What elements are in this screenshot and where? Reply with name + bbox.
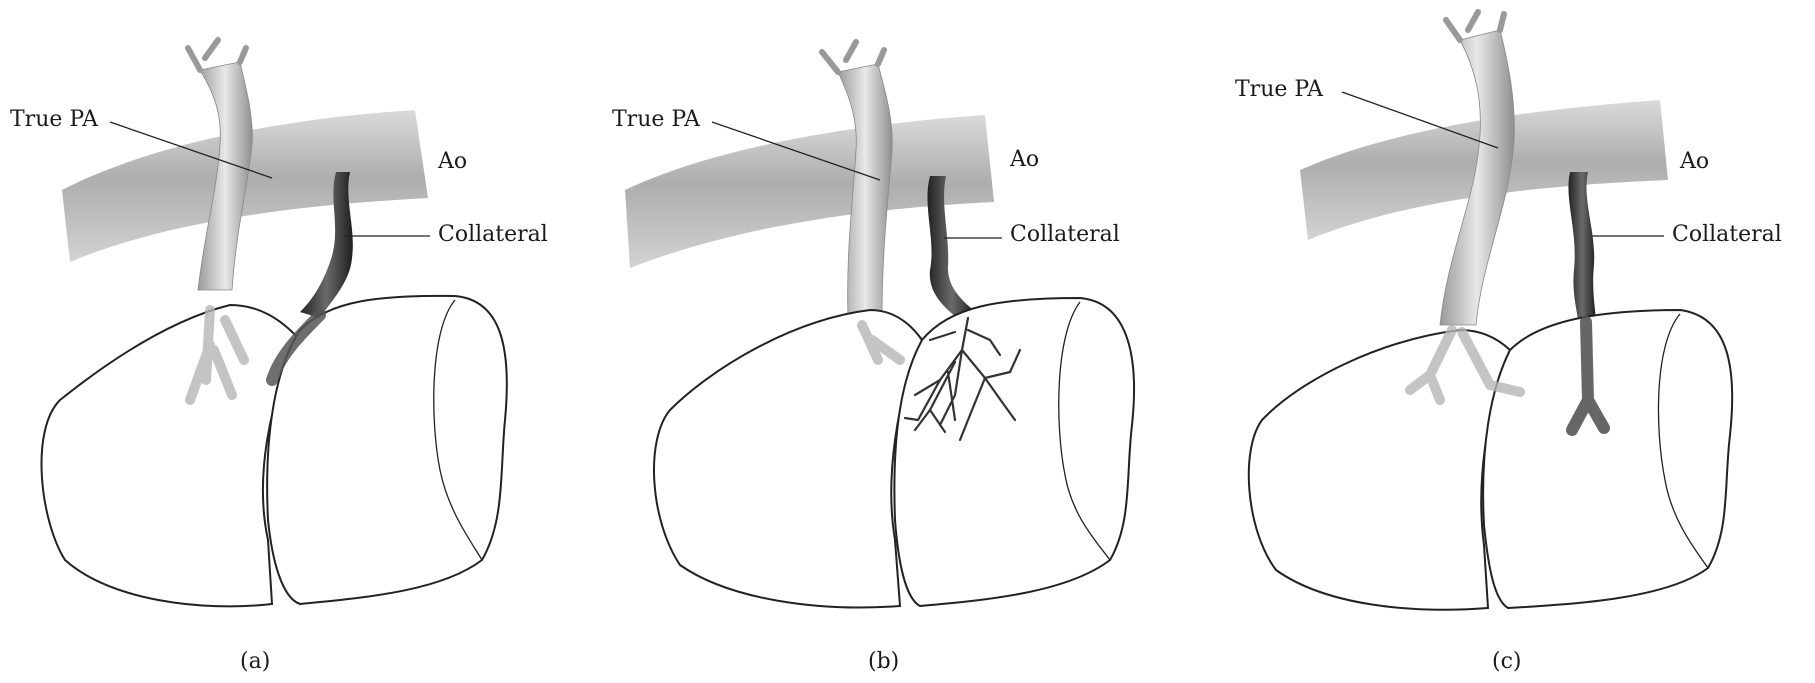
lung-left bbox=[654, 310, 922, 607]
lung-right bbox=[1483, 310, 1732, 608]
label-collateral: Collateral bbox=[438, 222, 548, 247]
lung-left bbox=[41, 305, 300, 606]
caption-b: (b) bbox=[868, 649, 899, 674]
label-aorta: Ao bbox=[1009, 147, 1039, 172]
label-aorta: Ao bbox=[1679, 149, 1709, 174]
panel-a: True PA Ao Collateral (a) bbox=[10, 40, 548, 674]
label-aorta: Ao bbox=[437, 149, 467, 174]
label-collateral: Collateral bbox=[1010, 222, 1120, 247]
caption-c: (c) bbox=[1492, 649, 1522, 674]
label-true-pa: True PA bbox=[1235, 77, 1324, 102]
caption-a: (a) bbox=[240, 649, 270, 674]
lung-right bbox=[267, 296, 507, 604]
collateral bbox=[1568, 172, 1596, 320]
lung-right bbox=[894, 298, 1134, 606]
label-collateral: Collateral bbox=[1672, 222, 1782, 247]
label-true-pa: True PA bbox=[10, 107, 99, 132]
label-true-pa: True PA bbox=[612, 107, 701, 132]
panel-c: True PA Ao Collateral (c) bbox=[1235, 12, 1782, 674]
lung-left bbox=[1249, 330, 1510, 610]
panel-b: True PA Ao Collateral (b) bbox=[612, 42, 1134, 674]
